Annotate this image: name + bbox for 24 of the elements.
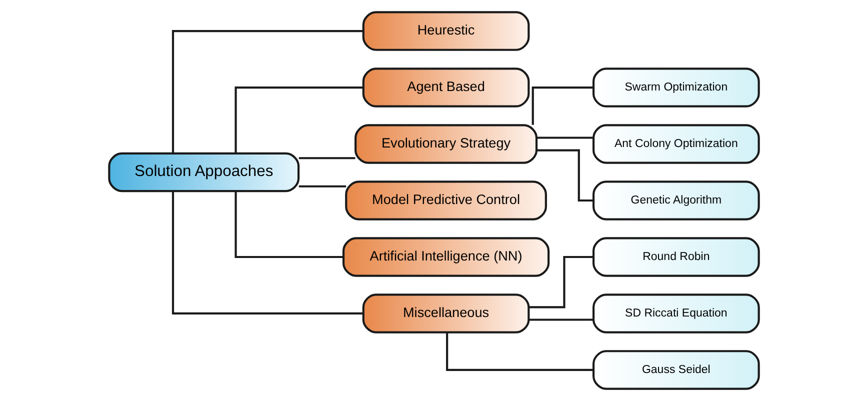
node-box: Solution Appoaches (108, 152, 300, 192)
node-box: Evolutionary Strategy (354, 124, 538, 164)
connector (298, 157, 356, 160)
connector (234, 191, 344, 258)
node-box: Miscellaneous (362, 294, 530, 334)
node-box: Round Robin (592, 237, 760, 277)
node-box: Agent Based (362, 68, 530, 108)
connector (528, 256, 594, 308)
node-box: Ant Colony Optimization (592, 124, 760, 164)
connector (532, 86, 594, 125)
node-box: Genetic Algorithm (592, 180, 760, 220)
node-box: SD Riccati Equation (592, 294, 760, 334)
connector (234, 86, 364, 154)
connector (298, 185, 346, 188)
connector (536, 136, 594, 139)
node-box: Heurestic (362, 11, 530, 51)
node-box: Gauss Seidel (592, 350, 760, 390)
connector (446, 332, 594, 372)
node-box: Model Predictive Control (345, 180, 547, 220)
connector (172, 191, 364, 315)
connector (528, 318, 594, 321)
connector (172, 30, 364, 154)
node-box: Swarm Optimization (592, 68, 760, 108)
node-box: Artificial Intelligence (NN) (342, 237, 550, 277)
